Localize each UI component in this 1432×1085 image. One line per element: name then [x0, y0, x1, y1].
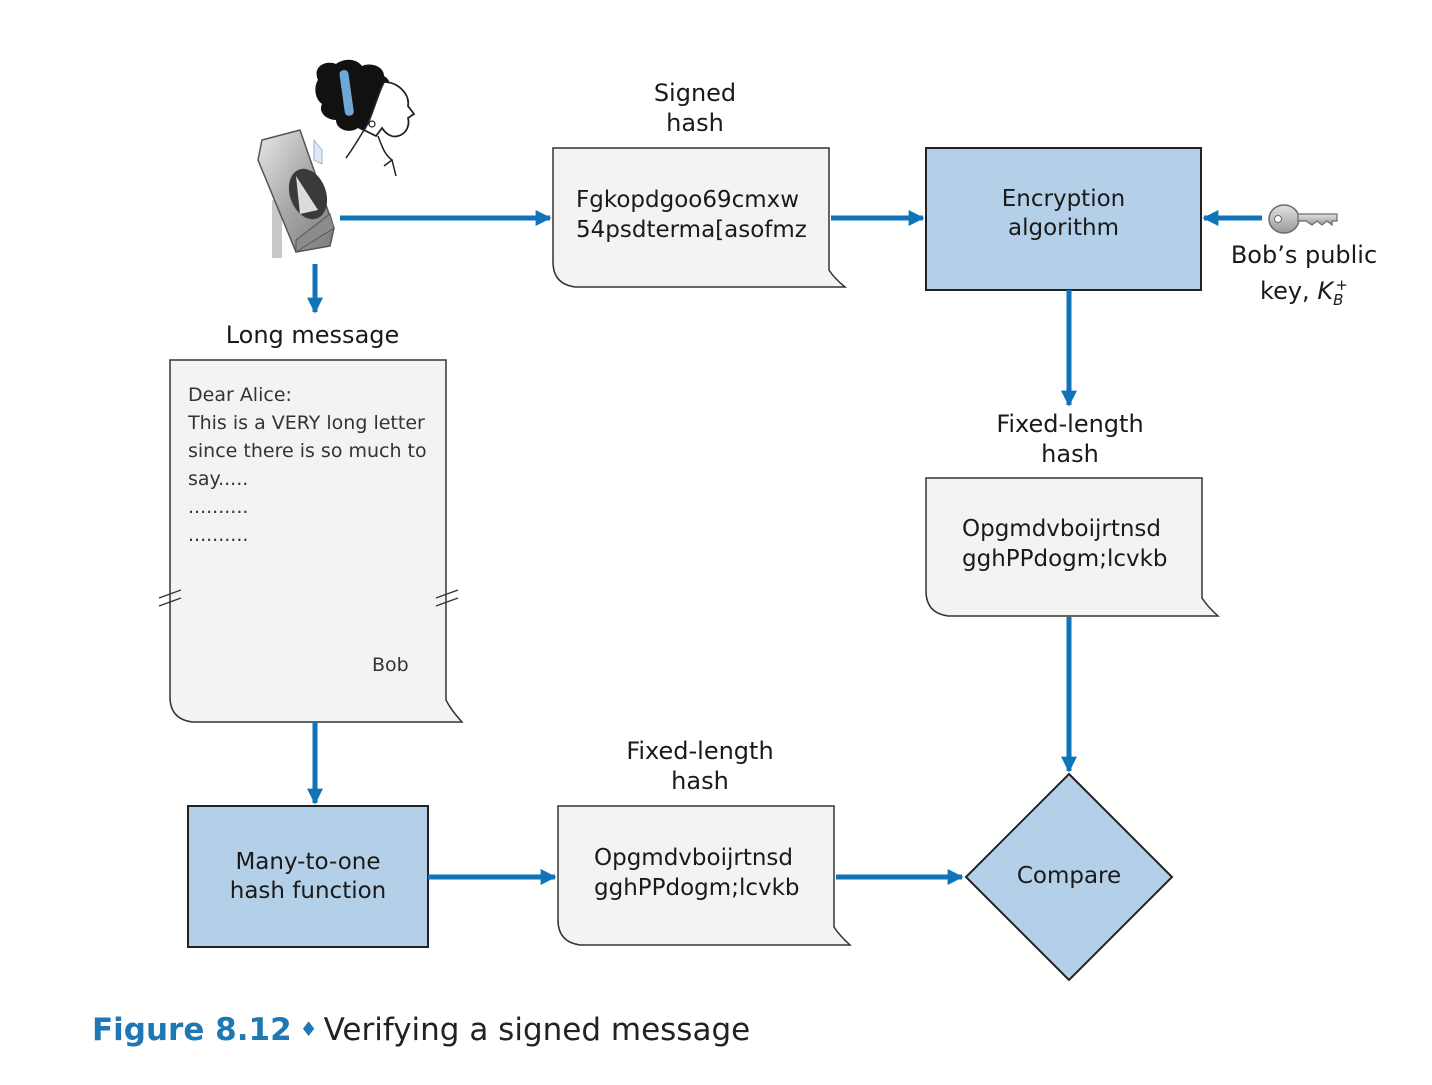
- fixed-hash-bottom-text: Opgmdvboijrtnsd gghPPdogm;lcvkb: [594, 845, 800, 901]
- fixed-hash-bottom-label: Fixed-length hash: [626, 737, 774, 795]
- fixed-hash-bottom-document: [557, 805, 852, 946]
- long-message-label: Long message: [225, 321, 400, 349]
- signed-hash-document: [552, 147, 848, 288]
- letter-break-marks: [158, 589, 459, 607]
- key-icon: [1268, 204, 1338, 234]
- encryption-algorithm-text: Encryption algorithm: [1001, 186, 1126, 241]
- figure-caption: Figure 8.12 ♦Verifying a signed message: [92, 1008, 750, 1055]
- letter-line: Dear Alice:: [188, 384, 292, 406]
- signed-hash-text: Fgkopdgoo69cmxw 54psdterma[asofmz: [576, 187, 807, 243]
- encryption-algorithm-box: [925, 147, 1202, 291]
- hash-function-text: Many-to-one hash function: [229, 849, 387, 904]
- letter-line: say.....: [188, 468, 249, 490]
- fixed-hash-right-text: Opgmdvboijrtnsd gghPPdogm;lcvkb: [962, 516, 1168, 572]
- mailbox-icon: [257, 129, 335, 258]
- letter-line: ..........: [188, 524, 249, 546]
- compare-diamond: [964, 772, 1174, 982]
- compare-text: Compare: [1016, 863, 1122, 889]
- long-message-document: [169, 359, 464, 723]
- letter-signature: Bob: [372, 654, 409, 676]
- figure-title: Verifying a signed message: [323, 1012, 751, 1048]
- figure-number: Figure 8.12: [92, 1012, 292, 1048]
- public-key-symbol: K: [1317, 277, 1334, 305]
- public-key-label: Bob’s public key, KB+: [1230, 241, 1378, 309]
- fixed-hash-right-document: [925, 477, 1220, 617]
- letter-line: This is a VERY long letter: [188, 412, 425, 434]
- letter-body: Dear Alice: This is a VERY long letter s…: [188, 381, 427, 549]
- person-icon: [315, 59, 416, 177]
- letter-line: ..........: [188, 496, 249, 518]
- caption-diamond-icon: ♦: [299, 1017, 318, 1041]
- signed-hash-label: Signed hash: [653, 79, 737, 137]
- fixed-hash-right-label: Fixed-length hash: [996, 410, 1144, 468]
- letter-line: since there is so much to: [188, 440, 427, 462]
- public-key-superscript: +: [1335, 276, 1348, 294]
- public-key-subscript: B: [1333, 290, 1344, 309]
